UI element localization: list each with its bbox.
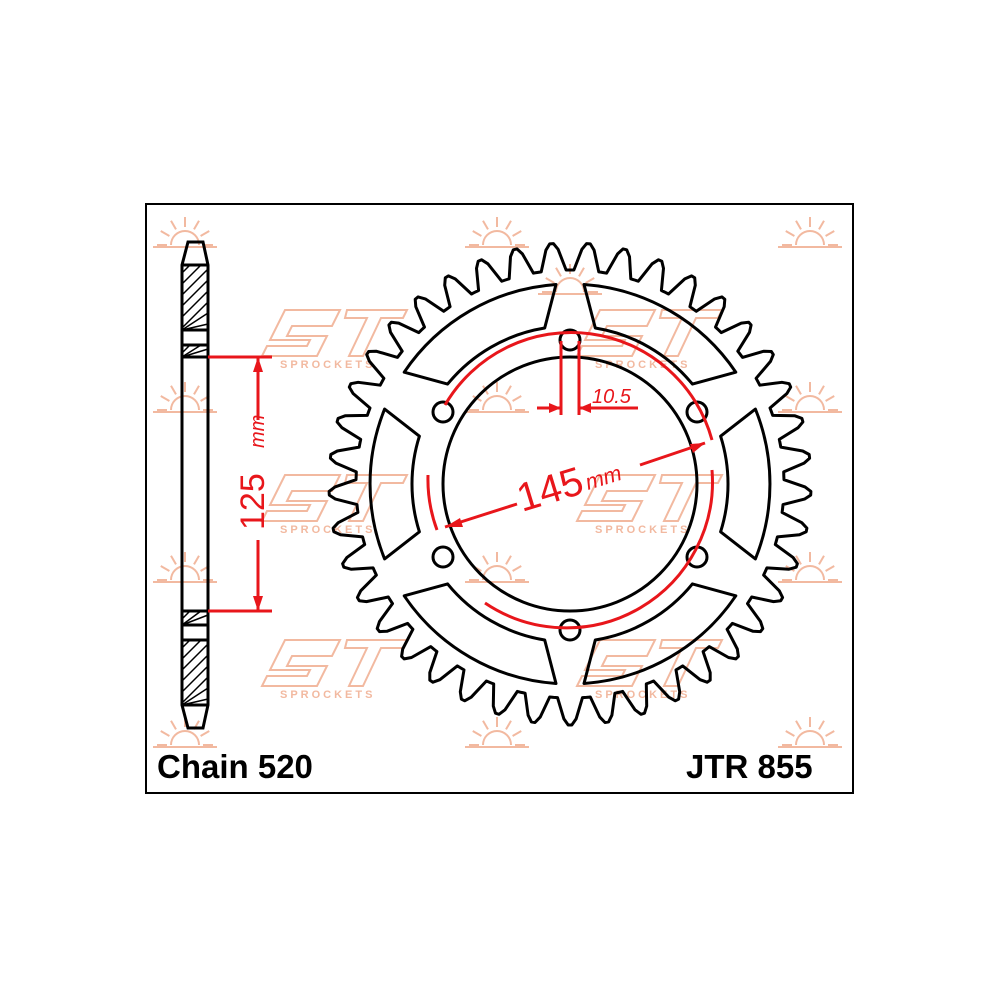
watermark-text: SPROCKETS bbox=[280, 524, 375, 536]
drawing-frame bbox=[145, 203, 854, 794]
arrow-head bbox=[253, 596, 263, 611]
hatch-line bbox=[181, 264, 191, 274]
hatch-line bbox=[181, 610, 202, 626]
bore-unit: mm bbox=[247, 415, 269, 448]
lightening-slot bbox=[582, 283, 738, 386]
hatch-line bbox=[181, 639, 202, 660]
hatch-line bbox=[181, 268, 209, 296]
bolt-circle-arc bbox=[484, 469, 714, 630]
watermark-text: SPROCKETS bbox=[595, 524, 690, 536]
bolt-hole bbox=[431, 400, 455, 424]
bolt-hole bbox=[558, 618, 582, 642]
centre-bore bbox=[441, 355, 699, 613]
hatch-line bbox=[181, 698, 209, 706]
bore-value: 125 bbox=[234, 473, 272, 530]
chain-label: Chain 520 bbox=[157, 748, 313, 785]
hatch-line bbox=[181, 687, 209, 706]
bolt-circle-arc bbox=[443, 331, 714, 441]
hatch-line bbox=[181, 312, 209, 331]
sprocket-front-view bbox=[327, 242, 813, 727]
watermark-sun-icon bbox=[153, 717, 217, 748]
watermark-sun-icon bbox=[778, 217, 842, 248]
arrow-head bbox=[549, 403, 561, 413]
watermark-sun-icon bbox=[153, 552, 217, 583]
bolt-circle-unit: mm bbox=[582, 460, 624, 495]
watermark-sun-icon bbox=[465, 382, 529, 413]
watermark-sun-icon bbox=[538, 264, 602, 295]
lightening-slot bbox=[402, 283, 558, 386]
hatch-line bbox=[181, 323, 209, 331]
dimension-layer bbox=[208, 331, 714, 630]
bolt-circle-value: 145 bbox=[512, 459, 589, 521]
watermark-sun-icon bbox=[153, 217, 217, 248]
hatch-line bbox=[181, 344, 202, 358]
bolt-hole-value: 10.5 bbox=[592, 386, 632, 408]
arrow-head bbox=[445, 518, 463, 527]
watermark-sun-icon bbox=[778, 382, 842, 413]
lightening-slot bbox=[582, 582, 738, 685]
watermark-logo: SPROCKETS bbox=[575, 639, 724, 701]
lightening-slot bbox=[719, 407, 772, 561]
hatch-line bbox=[181, 610, 191, 620]
part-number: JTR 855 bbox=[686, 748, 813, 785]
arrow-head bbox=[690, 443, 705, 453]
lightening-slot bbox=[368, 407, 421, 561]
watermark-layer: SPROCKETS SPROCKETS SPROCKETS SPROCKETS SPRO… bbox=[153, 217, 842, 748]
bolt-hole bbox=[558, 328, 582, 352]
hatch-line bbox=[181, 665, 209, 693]
hatch-line bbox=[181, 676, 209, 704]
watermark-logo: SPROCKETS bbox=[260, 309, 409, 371]
hatch-line bbox=[181, 639, 191, 649]
hatch-line bbox=[181, 344, 191, 354]
watermark-text: SPROCKETS bbox=[280, 689, 375, 701]
watermark-sun-icon bbox=[465, 217, 529, 248]
bolt-hole bbox=[431, 545, 455, 569]
bolt-circle-arc bbox=[426, 474, 439, 531]
watermark-logo: SPROCKETS bbox=[260, 639, 409, 701]
watermark-text: SPROCKETS bbox=[280, 359, 375, 371]
watermark-sun-icon bbox=[153, 382, 217, 413]
hatch-line bbox=[181, 654, 209, 682]
hatch-line bbox=[181, 264, 202, 285]
hatch-line bbox=[181, 348, 209, 358]
watermark-sun-icon bbox=[778, 552, 842, 583]
hatch-line bbox=[181, 290, 209, 318]
hatch-line bbox=[181, 643, 209, 671]
watermark-logo: SPROCKETS bbox=[575, 309, 724, 371]
hatch-line bbox=[181, 614, 209, 626]
sprocket-teeth-outline bbox=[327, 242, 813, 727]
watermark-sun-icon bbox=[778, 717, 842, 748]
lightening-slot bbox=[402, 582, 558, 685]
watermark-sun-icon bbox=[465, 552, 529, 583]
arrow-head bbox=[579, 403, 591, 413]
sprocket-side-view bbox=[180, 240, 210, 730]
watermark-logo: SPROCKETS bbox=[575, 474, 724, 536]
hatch-line bbox=[181, 279, 209, 307]
watermark-sun-icon bbox=[465, 717, 529, 748]
hatch-line bbox=[181, 301, 209, 329]
arrow-head bbox=[253, 357, 263, 372]
